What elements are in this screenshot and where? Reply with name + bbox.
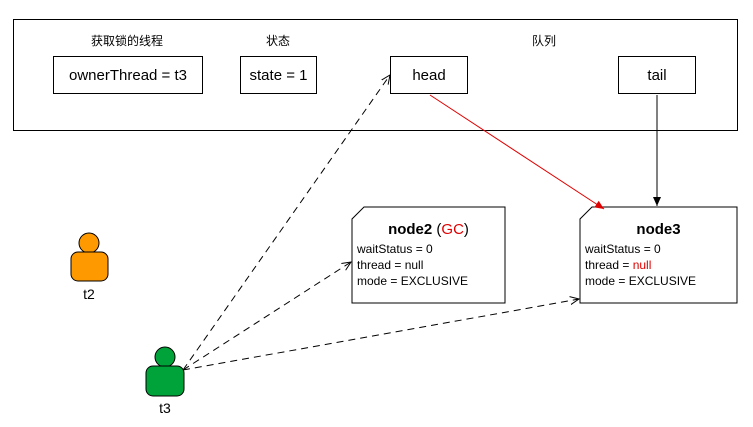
lock-owner-header: 获取锁的线程 bbox=[90, 34, 163, 48]
t3-to-node3-arrow bbox=[182, 299, 579, 371]
node3-shape bbox=[579, 206, 738, 304]
head-to-node3-arrow bbox=[429, 94, 605, 210]
node2-thread: thread = null bbox=[357, 258, 424, 272]
t3-to-node2-arrow bbox=[182, 262, 351, 371]
tail-label: tail bbox=[647, 66, 667, 84]
node3-thread: thread = null bbox=[585, 258, 651, 272]
queue-header: 队列 bbox=[531, 34, 556, 48]
node2-mode: mode = EXCLUSIVE bbox=[357, 274, 469, 288]
t2-label: t2 bbox=[83, 286, 95, 302]
tail-field: tail bbox=[618, 56, 696, 94]
node2-name: node2 bbox=[388, 221, 433, 238]
node2: node2 (GC) waitStatus = 0 thread = null … bbox=[352, 207, 505, 303]
node3-title: node3 bbox=[636, 221, 681, 238]
node2-gc-open: ( bbox=[432, 221, 442, 238]
t3-label: t3 bbox=[159, 400, 171, 416]
owner-thread-field: ownerThread = t3 bbox=[53, 56, 203, 94]
node3: node3 waitStatus = 0 thread = null mode … bbox=[580, 207, 737, 303]
aqs-state-panel bbox=[13, 19, 738, 131]
state-header: 状态 bbox=[265, 34, 290, 48]
node2-shape bbox=[351, 206, 506, 304]
node2-gc-tag: GC bbox=[441, 221, 464, 238]
node3-mode: mode = EXCLUSIVE bbox=[585, 274, 697, 288]
node3-thread-prefix: thread = bbox=[585, 258, 633, 272]
t3-person-icon bbox=[145, 346, 185, 397]
head-label: head bbox=[412, 66, 446, 84]
node3-thread-value: null bbox=[632, 258, 652, 272]
state-field: state = 1 bbox=[240, 56, 317, 94]
node2-title: node2 (GC) bbox=[352, 221, 505, 238]
node2-gc-close: ) bbox=[463, 221, 469, 238]
node3-wait-status: waitStatus = 0 bbox=[585, 242, 661, 256]
head-field: head bbox=[390, 56, 468, 94]
node2-wait-status: waitStatus = 0 bbox=[357, 242, 433, 256]
t2-person-icon bbox=[70, 232, 109, 282]
state-value: state = 1 bbox=[249, 66, 308, 84]
t3-to-head-arrow bbox=[182, 75, 390, 371]
owner-thread-value: ownerThread = t3 bbox=[69, 66, 187, 84]
